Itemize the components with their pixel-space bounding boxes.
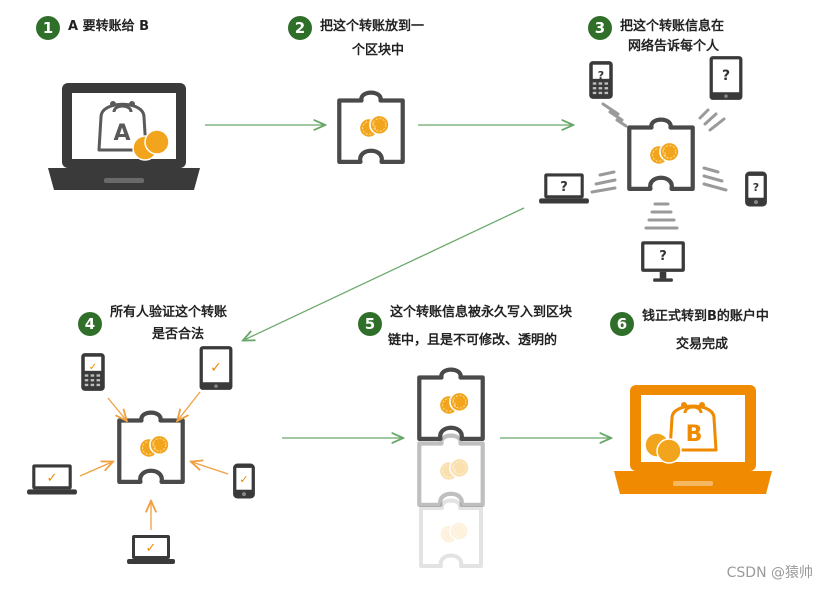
puzzle-block-icon [339, 93, 402, 162]
verify-block-icon [119, 413, 182, 482]
step-6-text-line1: 钱正式转到B的账户中 [642, 309, 769, 324]
laptop-b-letter: B [686, 422, 703, 447]
svg-text:?: ? [560, 180, 568, 195]
network-monitor-icon: ? [641, 241, 685, 282]
laptop-a-icon: A [48, 83, 200, 190]
step-3-text-line1: 把这个转账信息在 [620, 19, 725, 34]
chain-block-icon [419, 370, 482, 439]
chain-block-faded-icon-2 [421, 501, 481, 567]
step-1: 1 A 要转账给 B [36, 16, 149, 40]
verify-monitor-icon: ✓ [127, 535, 175, 564]
svg-text:?: ? [722, 68, 730, 84]
step-2-text-line2: 个区块中 [352, 43, 405, 58]
svg-text:✓: ✓ [210, 360, 222, 376]
arrow-step3-to-step4 [244, 207, 525, 340]
step-4-text-line1: 所有人验证这个转账 [110, 305, 228, 320]
step-6-text-line2: 交易完成 [676, 337, 729, 352]
verify-smartphone-icon: ✓ [233, 463, 255, 499]
chain-block-faded-icon [419, 436, 482, 505]
laptop-a-letter: A [113, 121, 130, 146]
network-smartphone-icon: ? [745, 171, 767, 207]
verify-arrows [79, 391, 229, 530]
verify-laptop-icon: ✓ [27, 464, 77, 495]
svg-text:✓: ✓ [239, 473, 248, 486]
svg-text:?: ? [659, 249, 667, 264]
watermark: CSDN @猿帅 [726, 565, 813, 581]
step-2-badge: 2 [288, 16, 312, 40]
step-5-badge: 5 [358, 312, 382, 336]
network-laptop-icon: ? [539, 173, 589, 204]
verify-phone-icon: ✓ [81, 353, 105, 391]
step-1-text: A 要转账给 B [68, 19, 150, 34]
svg-text:?: ? [753, 181, 759, 194]
step-3-badge: 3 [588, 16, 612, 40]
step-4-text-line2: 是否合法 [152, 327, 205, 342]
svg-text:✓: ✓ [89, 362, 97, 373]
verify-tablet-icon: ✓ [199, 346, 233, 390]
step-3-text-line2: 网络告诉每个人 [628, 39, 720, 54]
step-1-badge: 1 [36, 16, 60, 40]
step-2-text-line1: 把这个转账放到一 [320, 19, 425, 34]
network-tablet-icon: ? [709, 56, 743, 100]
svg-text:✓: ✓ [146, 541, 157, 556]
step-6: 6 钱正式转到B的账户中 [610, 309, 769, 336]
step-6-badge: 6 [610, 312, 634, 336]
step-5-text-line2: 链中，且是不可修改、透明的 [388, 333, 558, 348]
broadcast-waves [590, 102, 728, 230]
step-2: 2 把这个转账放到一 [288, 16, 424, 40]
svg-text:?: ? [598, 69, 604, 82]
network-phone-icon: ? [589, 61, 613, 99]
step-4-badge: 4 [78, 312, 102, 336]
svg-text:✓: ✓ [47, 471, 58, 486]
step-5: 5 这个转账信息被永久写入到区块 [358, 305, 572, 336]
step-4: 4 所有人验证这个转账 [78, 305, 227, 336]
step-3: 3 把这个转账信息在 [588, 16, 724, 40]
broadcast-block-icon [629, 120, 692, 189]
step-5-text-line1: 这个转账信息被永久写入到区块 [390, 305, 573, 320]
laptop-b-icon: B [614, 385, 772, 494]
